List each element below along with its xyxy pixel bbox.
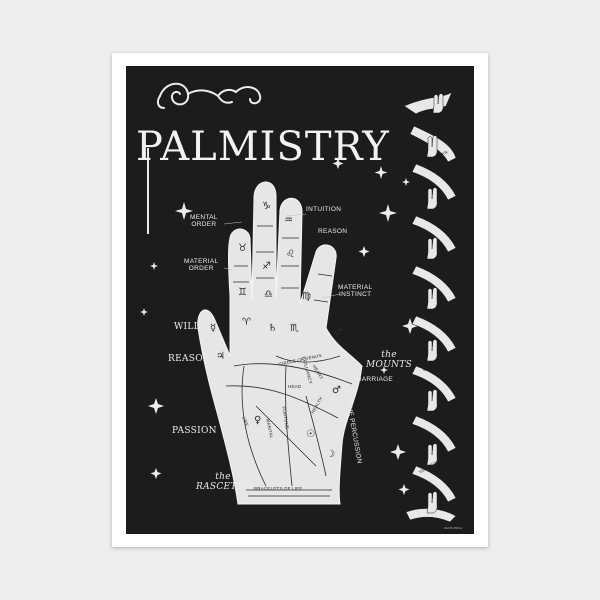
sparkle-star-icon [140, 158, 418, 495]
taurus-symbol: ♉ [238, 243, 247, 254]
flourish-ornament-icon [156, 82, 262, 109]
artist-credit: REDBUBBLE [444, 526, 463, 530]
mars-symbol-2: ♂ [332, 385, 341, 396]
sun-symbol: ☉ [306, 429, 315, 440]
label-mental-order: MENTAL ORDER [190, 214, 218, 228]
moon-symbol: ☽ [326, 449, 335, 460]
label-material-instinct: MATERIAL INSTINCT [338, 284, 373, 298]
virgo-symbol: ♍ [302, 291, 311, 302]
label-material-order: MATERIAL ORDER [184, 258, 219, 272]
ribbon-banner-icon [403, 91, 457, 523]
hand-icon [197, 181, 363, 505]
label-the-rascette: the RASCETTE [196, 472, 251, 492]
label-intuition: INTUITION [306, 206, 342, 213]
poster-title: PALMISTRY [136, 124, 390, 170]
leo-symbol: ♌ [286, 249, 295, 260]
aquarius-symbol: ♒ [284, 215, 293, 226]
palm-label-head: HEAD [288, 384, 302, 389]
mini-hand-icons [426, 93, 444, 514]
jupiter-symbol: ♃ [216, 351, 225, 362]
mars-symbol: ♂ [334, 327, 343, 338]
label-will: WILL [174, 322, 200, 332]
aries-symbol: ♈ [242, 317, 251, 328]
palmistry-poster: PALMISTRY MENTAL ORDER INTUITION REASON … [126, 66, 474, 534]
gemini-symbol: ♊ [238, 287, 247, 298]
venus-symbol: ♀ [254, 415, 262, 426]
palm-label-bracelets-of-life: BRACELETS OF LIFE [254, 486, 303, 491]
capricorn-symbol: ♑ [262, 201, 271, 212]
label-the-mounts: the MOUNTS [366, 350, 413, 370]
saturn-symbol: ♄ [268, 323, 277, 334]
libra-symbol: ♎ [264, 289, 273, 300]
mercury-symbol: ☿ [210, 323, 217, 334]
label-marriage: MARRIAGE [356, 376, 394, 383]
sagittarius-symbol: ♐ [262, 261, 271, 272]
label-reason-top: REASON [318, 228, 348, 235]
label-passion: PASSION [172, 426, 217, 436]
poster-artwork [140, 82, 457, 523]
label-reason: REASON [168, 354, 212, 364]
scorpio-symbol: ♏ [290, 323, 299, 334]
